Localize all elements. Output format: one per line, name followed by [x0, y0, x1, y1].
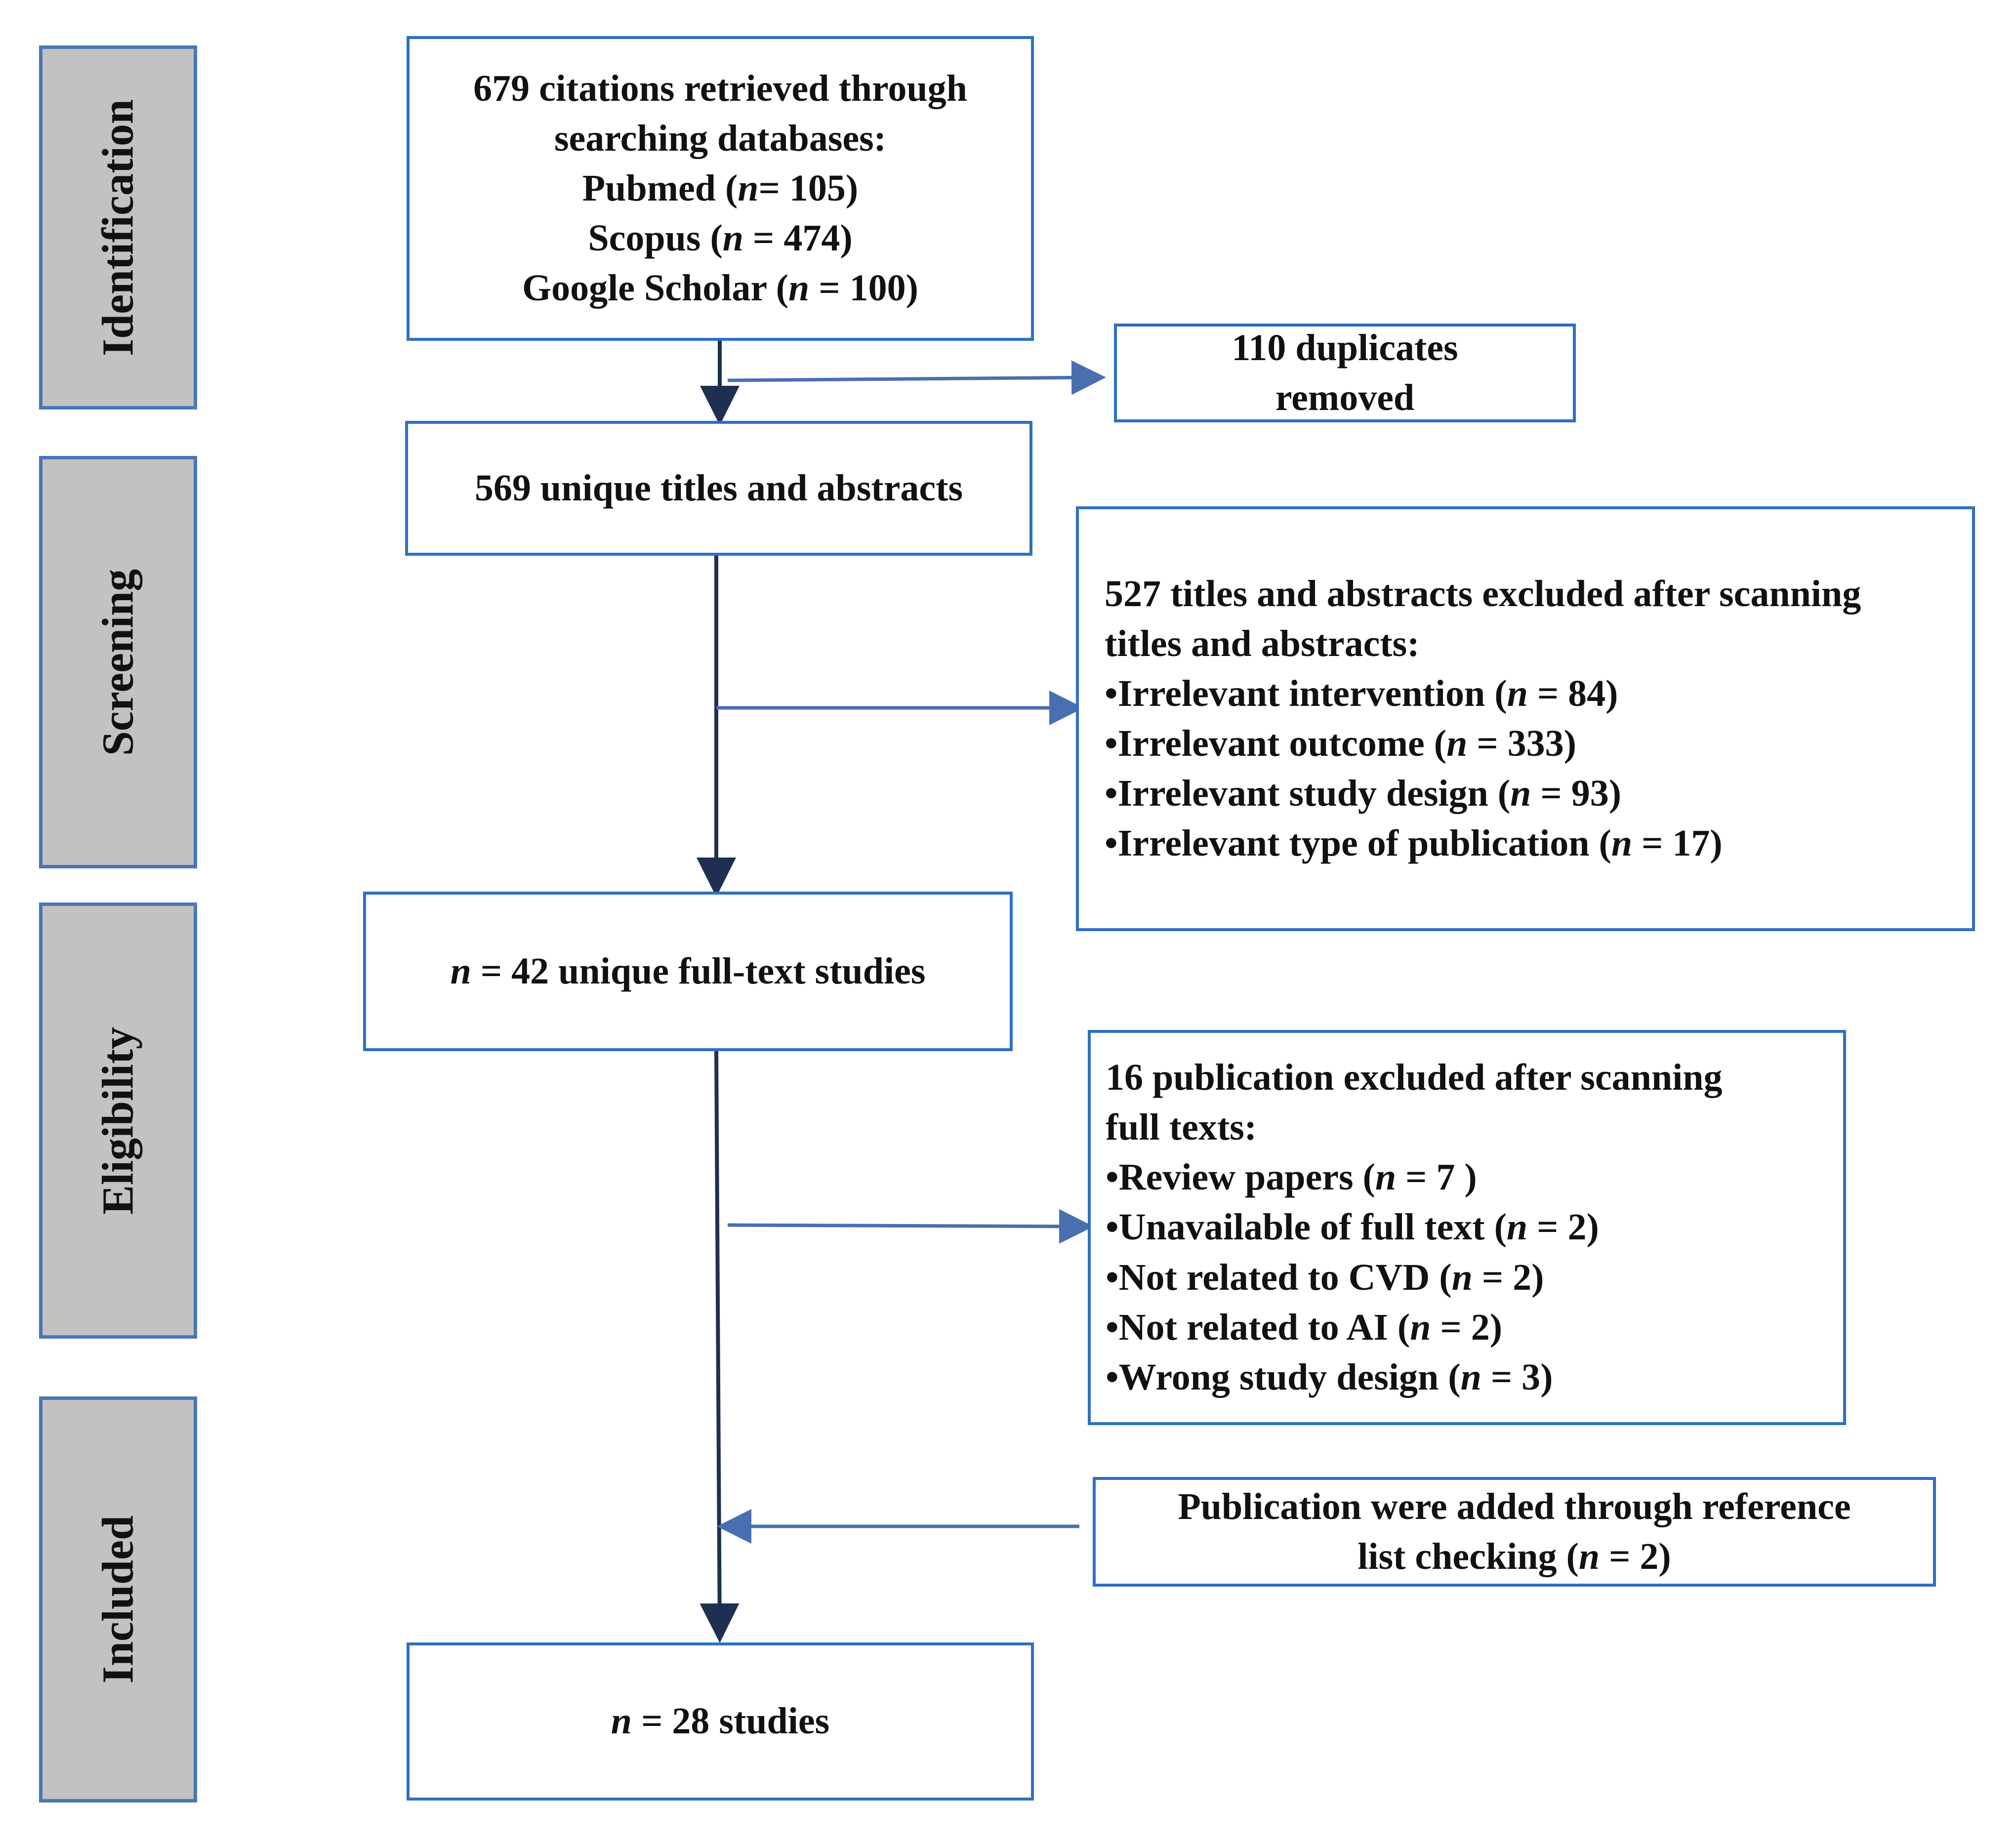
excluded-abstracts-line-2: titles and abstracts:	[1105, 622, 1420, 664]
excluded-fulltext-line-1: 16 publication excluded after scanning	[1106, 1057, 1723, 1099]
stage-identification: Identification	[39, 45, 197, 410]
exclusion-item: •Irrelevant intervention (n = 84)	[1105, 672, 1618, 714]
duplicates-line-2: removed	[1275, 377, 1415, 418]
identification-box: 679 citations retrieved through searchin…	[407, 36, 1034, 341]
duplicates-line-1: 110 duplicates	[1232, 327, 1458, 369]
identification-line-2: searching databases:	[554, 117, 887, 159]
exclusion-item: •Irrelevant outcome (n = 333)	[1105, 723, 1576, 764]
added-box: Publication were added through reference…	[1093, 1477, 1936, 1587]
source-scopus: Scopus (n = 474)	[588, 217, 853, 259]
exclusion-item: •Wrong study design (n = 3)	[1106, 1356, 1553, 1398]
exclusion-item: •Irrelevant type of publication (n = 17)	[1105, 822, 1723, 864]
identification-line-1: 679 citations retrieved through	[473, 67, 967, 109]
stage-eligibility: Eligibility	[39, 902, 197, 1339]
fulltext-text: n = 42 unique full-text studies	[450, 950, 926, 992]
screening-text: 569 unique titles and abstracts	[474, 467, 963, 509]
exclusion-item: •Irrelevant study design (n = 93)	[1105, 773, 1622, 815]
excluded-fulltext-box: 16 publication excluded after scanning f…	[1088, 1030, 1846, 1425]
source-google-scholar: Google Scholar (n = 100)	[522, 267, 918, 309]
exclusion-item: •Not related to AI (n = 2)	[1106, 1306, 1503, 1348]
added-line-1: Publication were added through reference	[1178, 1485, 1851, 1527]
stage-screening: Screening	[39, 456, 197, 868]
excluded-fulltext-line-2: full texts:	[1106, 1106, 1257, 1148]
excluded-abstracts-line-1: 527 titles and abstracts excluded after …	[1105, 573, 1861, 614]
screening-box: 569 unique titles and abstracts	[405, 421, 1032, 556]
exclusion-item: •Review papers (n = 7 )	[1106, 1156, 1477, 1198]
arrow-to-duplicates	[727, 360, 1106, 395]
duplicates-box: 110 duplicates removed	[1114, 324, 1576, 422]
fulltext-box: n = 42 unique full-text studies	[363, 892, 1013, 1051]
added-line-2: list checking (n = 2)	[1358, 1536, 1671, 1577]
excluded-abstracts-box: 527 titles and abstracts excluded after …	[1076, 506, 1975, 931]
included-box: n = 28 studies	[407, 1642, 1034, 1801]
arrow-to-excluded-fulltext	[727, 1209, 1094, 1244]
exclusion-item: •Not related to CVD (n = 2)	[1106, 1256, 1544, 1298]
exclusion-item: •Unavailable of full text (n = 2)	[1106, 1206, 1599, 1248]
arrow-main-3	[699, 1051, 740, 1643]
source-pubmed: Pubmed (n= 105)	[582, 167, 859, 209]
included-text: n = 28 studies	[611, 1700, 830, 1742]
stage-included: Included	[39, 1396, 197, 1802]
